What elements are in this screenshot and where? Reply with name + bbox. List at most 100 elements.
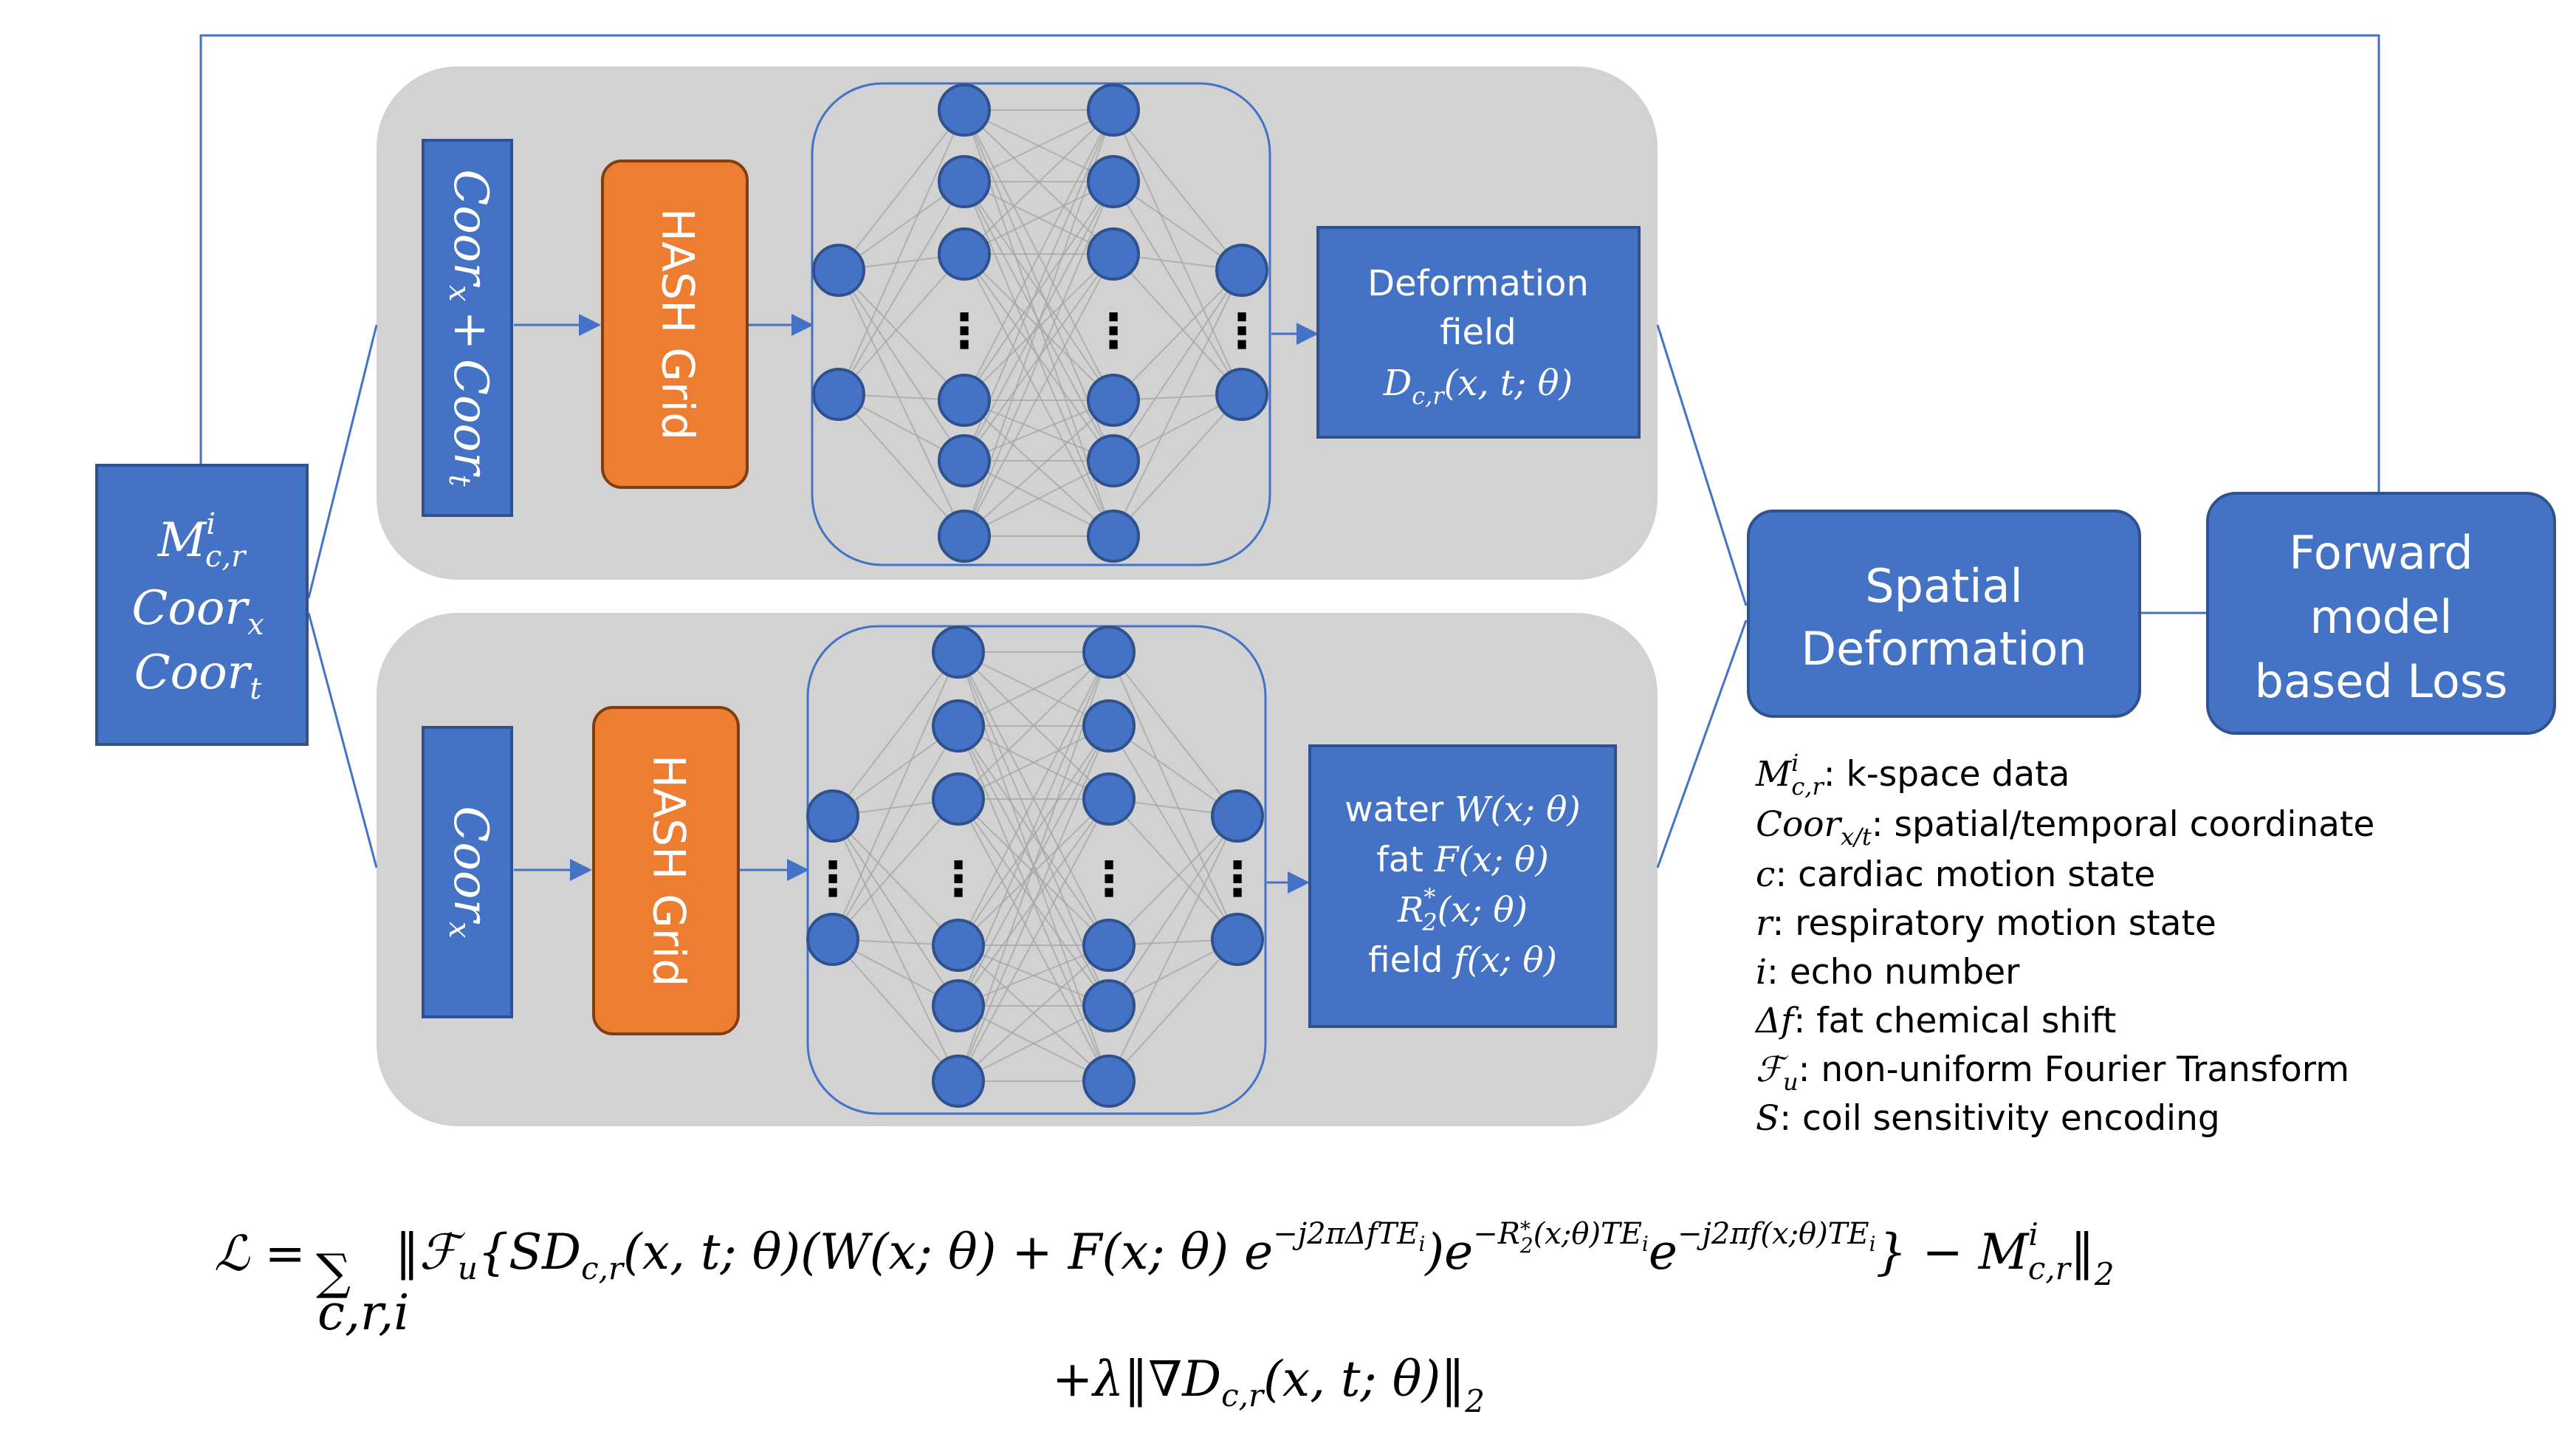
mlp-edge: [1108, 798, 1238, 940]
mlp-node: [1087, 227, 1140, 281]
input-to-bottom-connector: [307, 612, 378, 868]
ellipsis-icon: ⋮: [1214, 852, 1261, 907]
mlp-edge: [964, 109, 1114, 255]
mlp-edge: [832, 939, 959, 1082]
mlp-node: [932, 625, 985, 679]
input-coor-t-sub: t: [250, 672, 262, 706]
field-label: field: [1440, 312, 1517, 353]
svg-text:HASH Grid: HASH Grid: [651, 208, 703, 440]
spatial-deformation-box: Spatial Deformation: [1747, 510, 2141, 718]
svg-text:i: echo number: i: echo number: [1756, 952, 2020, 993]
mlp-edge: [958, 798, 1110, 946]
feedback-connector: [199, 34, 2380, 495]
ellipsis-icon: ⋮: [1218, 304, 1265, 359]
mlp-edge: [1108, 815, 1238, 1082]
mlp-node: [1211, 789, 1264, 843]
svg-text:Dc,r(x, t; θ): Dc,r(x, t; θ): [1383, 363, 1573, 410]
mlp-node: [812, 244, 865, 297]
mlp-node: [1087, 374, 1140, 427]
mlp-edge: [832, 815, 959, 1007]
svg-text:Coorx/t: spatial/temporal coor: Coorx/t: spatial/temporal coordinate: [1756, 804, 2374, 851]
svg-text:Forward: Forward: [2289, 526, 2473, 580]
deformation-label: Deformation: [1367, 263, 1589, 304]
mlp-edge: [964, 253, 1114, 401]
mlp-edge: [958, 945, 1110, 1007]
mlp-edge: [958, 725, 1110, 946]
mlp-node: [1082, 979, 1136, 1032]
top-mlp-frame: [811, 82, 1271, 566]
mlp-edge: [838, 270, 965, 462]
ellipsis-icon: ⋮: [1090, 304, 1137, 359]
mlp-edge: [838, 270, 965, 401]
mlp-edge: [964, 109, 1114, 401]
mlp-edge: [958, 945, 1110, 1082]
svg-text:water W(x; θ): water W(x; θ): [1344, 789, 1580, 830]
mlp-node: [806, 913, 859, 966]
mlp-node: [1087, 155, 1140, 208]
input-coor-x: Coor: [131, 581, 250, 636]
mlp-edge: [964, 109, 1114, 182]
mlp-node: [932, 979, 985, 1032]
mlp-node: [1087, 510, 1140, 563]
mlp-node: [1082, 919, 1136, 972]
mlp-edge: [958, 651, 1110, 946]
mlp-edge: [964, 400, 1114, 462]
mlp-node: [1082, 699, 1136, 753]
water-formula: W(x; θ): [1454, 789, 1581, 830]
mlp-node: [938, 83, 991, 137]
mlp-edge: [958, 725, 1110, 1082]
mlp-node: [938, 227, 991, 281]
mlp-node: [1087, 83, 1140, 137]
mlp-node: [1082, 772, 1136, 826]
input-m-sup: i: [206, 507, 216, 541]
mlp-edge: [958, 651, 1110, 800]
mlp-node: [1082, 625, 1136, 679]
top-coordinate-box: Coorx+Coort: [422, 139, 513, 517]
loss-equation: ℒ = ∑ c,r,i ‖ℱu{SDc,r(x, t; θ)(W(x; θ) +…: [214, 1216, 2115, 1419]
mlp-edge: [964, 460, 1114, 537]
svg-text:Spatial: Spatial: [1865, 559, 2022, 613]
input-coor-t: Coor: [134, 645, 253, 700]
svg-text:Mic,r: Mic,r: [157, 507, 247, 574]
svg-text:HASH Grid: HASH Grid: [642, 755, 694, 987]
svg-text:‖ℱu{SDc,r(x, t; θ)(W(x; θ) +: ‖ℱu{SDc,r(x, t; θ)(W(x; θ) + F(x; θ) e−j…: [395, 1216, 2115, 1292]
bottom-to-spatial-connector: [1656, 620, 1748, 868]
mlp-node: [932, 1055, 985, 1108]
mlp-edge: [1113, 109, 1243, 395]
input-m-sub: c,r: [205, 540, 247, 574]
svg-text:+λ‖∇Dc,r(x, t; θ)‖2: +λ‖∇Dc,r(x, t; θ)‖2: [1052, 1351, 1485, 1419]
svg-text:R*2(x; θ): R*2(x; θ): [1397, 883, 1528, 936]
svg-text:r: respiratory motion state: r: respiratory motion state: [1756, 903, 2216, 944]
mlp-edge: [838, 253, 965, 395]
ellipsis-icon: ⋮: [1085, 852, 1133, 907]
mlp-node: [1215, 368, 1268, 421]
field-formula: f(x; θ): [1452, 940, 1557, 981]
mlp-node: [1211, 913, 1264, 966]
forward-model-loss-box: Forward model based Loss: [2206, 492, 2556, 735]
mlp-node: [812, 368, 865, 421]
mlp-edge: [1113, 181, 1243, 395]
bottom-coordinate-box: Coorx: [422, 726, 513, 1018]
svg-text:model: model: [2309, 590, 2452, 644]
input-m: M: [157, 513, 207, 568]
mlp-edge: [832, 725, 959, 940]
top-hash-grid: HASH Grid: [601, 160, 749, 489]
mlp-node: [938, 374, 991, 427]
mlp-edge: [958, 651, 1110, 727]
mlp-edge: [1108, 939, 1238, 1082]
mlp-node: [806, 789, 859, 843]
svg-text:fat F(x; θ): fat F(x; θ): [1376, 840, 1549, 880]
mlp-node: [938, 155, 991, 208]
mlp-node: [932, 699, 985, 753]
mlp-edge: [1108, 815, 1238, 946]
mlp-edge: [838, 394, 965, 537]
svg-text:Coorx: Coorx: [131, 581, 264, 642]
svg-text:Coorx+Coort: Coorx+Coort: [442, 169, 498, 487]
ellipsis-icon: ⋮: [809, 852, 856, 907]
mlp-edge: [832, 798, 959, 940]
mlp-node: [932, 919, 985, 972]
mlp-node: [938, 434, 991, 487]
mlp-edge: [832, 651, 959, 817]
